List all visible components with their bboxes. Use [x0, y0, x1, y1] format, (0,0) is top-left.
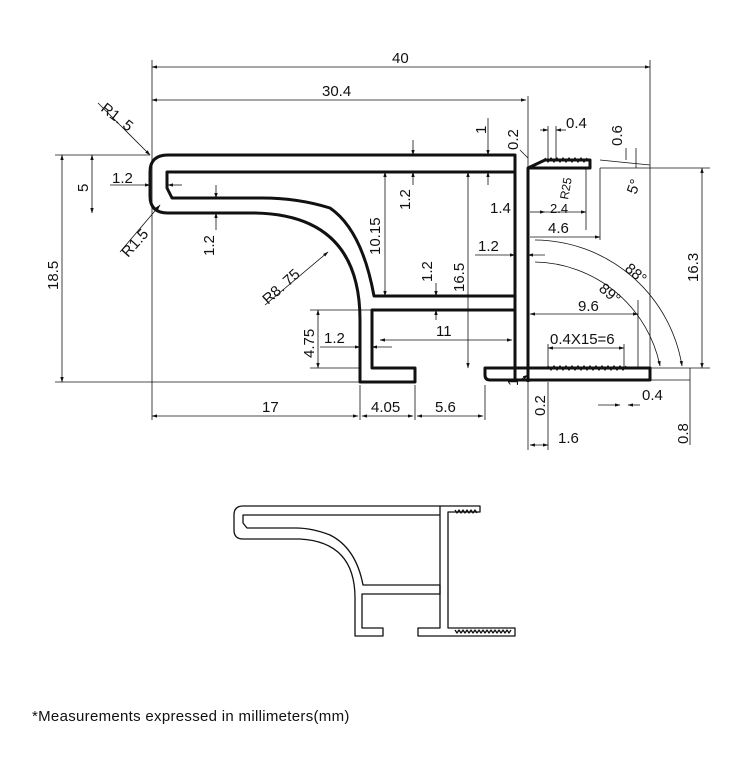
dim-fin-length: 9.6: [578, 298, 599, 315]
bottom-teeth: [547, 365, 627, 371]
dim-bottom-pitch: 0.4: [642, 387, 663, 404]
dim-radius-inner: R1.5: [118, 226, 152, 261]
profile-preview: [233, 505, 516, 637]
dim-bottom-tooth: 0.2: [532, 395, 549, 416]
dim-radius-curve: R8. 75: [259, 266, 303, 308]
dim-tip-angle: 5°: [624, 177, 645, 196]
dim-fin-offset-b: 2.4: [550, 201, 568, 216]
dim-angle-lower: 89°: [595, 280, 623, 308]
dim-upper-width: 30.4: [322, 83, 351, 100]
dim-overall-width: 40: [392, 50, 409, 67]
dim-foot-width: 4.05: [371, 399, 400, 416]
dim-top-step: 1: [473, 126, 490, 134]
dim-angle-upper: 88°: [621, 260, 649, 288]
dim-top-tooth: 0.2: [505, 129, 522, 150]
dim-slot-wall: 1.2: [324, 330, 345, 347]
dim-foot-offset: 17: [262, 399, 279, 416]
dim-fin-height: 16.3: [685, 253, 702, 282]
dim-fin-base: 1.6: [558, 430, 579, 447]
dim-wall-top: 1.2: [112, 170, 133, 187]
dimension-labels: 40 30.4 R1. 5 R1.5 5 1.2 1.2 18.5 R8. 75…: [45, 50, 702, 447]
dim-fin-radius: R25: [557, 176, 575, 200]
dim-tooth-depth: 0.6: [609, 125, 626, 146]
dim-wall-inner: 1.2: [201, 235, 218, 256]
dimension-lines: [55, 60, 710, 450]
dim-fin-offset-c: 4.6: [548, 220, 569, 237]
dim-teeth: 0.4X15=6: [550, 331, 615, 348]
units-footnote: *Measurements expressed in millimeters(m…: [32, 708, 350, 725]
dim-gap-width: 5.6: [435, 399, 456, 416]
dim-radius-top: R1. 5: [98, 100, 137, 135]
technical-drawing: 40 30.4 R1. 5 R1.5 5 1.2 1.2 18.5 R8. 75…: [45, 50, 710, 637]
dim-bottom-step: 1: [505, 378, 522, 386]
dim-inner-height: 10.15: [367, 217, 384, 255]
dim-fin-offset-a: 1.4: [490, 200, 511, 217]
dim-lip-height: 5: [75, 184, 92, 192]
dim-slot-height: 4.75: [301, 329, 318, 358]
dim-tooth-width: 0.4: [566, 115, 587, 132]
dim-web-wall: 1.2: [478, 238, 499, 255]
dim-wall-lower: 1.2: [397, 189, 414, 210]
top-teeth: [544, 157, 588, 163]
dim-overall-height: 18.5: [45, 261, 62, 290]
dim-rib-wall: 1.2: [419, 261, 436, 282]
dim-slot-width: 11: [436, 323, 452, 340]
dim-web-height: 16.5: [451, 263, 468, 292]
dim-fin-thickness: 0.8: [675, 423, 692, 444]
